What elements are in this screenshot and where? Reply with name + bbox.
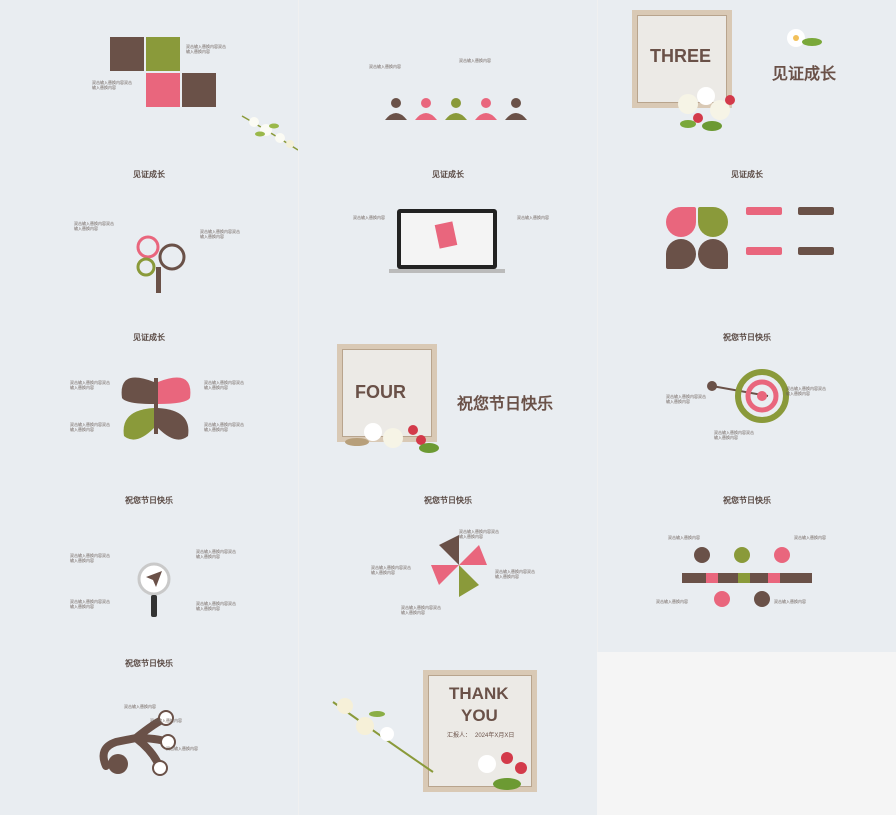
flower-icon xyxy=(787,29,822,47)
text-block: 双击输入替换内容双击输入替换内容 xyxy=(204,380,244,390)
flower-branch-icon xyxy=(332,698,434,773)
empty-cell xyxy=(597,652,896,815)
butterfly-diagram-icon xyxy=(121,377,191,440)
label-tag xyxy=(746,207,782,215)
slide-7[interactable]: 见证成长 双击输入替换内容双击输入替换内容 双击输入替换内容双击输入替换内容 双… xyxy=(0,326,298,489)
label-tag xyxy=(798,207,834,215)
slide-1[interactable]: 双击输入替换内容双击输入替换内容 双击输入替换内容双击输入替换内容 xyxy=(0,0,298,163)
text-block: 双击输入替换内容双击输入替换内容 xyxy=(200,229,240,239)
text-block: 双击输入替换内容双击输入替换内容 xyxy=(70,553,110,563)
flower-bouquet-icon xyxy=(345,423,439,453)
slide-13[interactable]: 祝您节日快乐 双击输入替换内容 双击输入替换内容 双击输入替换内容 xyxy=(0,652,298,815)
photo-frame xyxy=(423,670,537,792)
slide-title: 祝您节日快乐 xyxy=(424,496,472,505)
slide-title: 见证成长 xyxy=(731,170,763,179)
slide-14[interactable]: THANK YOU 汇报人： 2024年X月X日 xyxy=(299,652,597,815)
timeline-pins-icon xyxy=(694,547,790,607)
text-block: 双击输入替换内容双击输入替换内容 xyxy=(459,529,499,539)
tree-diagram-icon xyxy=(136,235,186,293)
text-block: 双击输入替换内容双击输入替换内容 xyxy=(186,44,226,54)
reporter-label: 汇报人： xyxy=(447,733,472,739)
text-block: 双击输入替换内容双击输入替换内容 xyxy=(196,601,236,611)
thank-text: THANK xyxy=(449,684,509,703)
text-block: 双击输入替换内容 xyxy=(150,718,182,723)
text-block: 双击输入替换内容双击输入替换内容 xyxy=(371,565,411,575)
slide-title: 见证成长 xyxy=(133,333,165,342)
section-number: THREE xyxy=(650,46,712,66)
slide-6[interactable]: 见证成长 xyxy=(598,163,896,326)
text-block: 双击输入替换内容双击输入替换内容 xyxy=(70,380,110,390)
text-block: 双击输入替换内容 xyxy=(124,704,156,709)
text-block: 双击输入替换内容双击输入替换内容 xyxy=(495,569,535,579)
slide-4[interactable]: 见证成长 双击输入替换内容双击输入替换内容 双击输入替换内容双击输入替换内容 xyxy=(0,163,298,326)
slide-title: 祝您节日快乐 xyxy=(723,496,771,505)
slide-title: 祝您节日快乐 xyxy=(723,333,771,342)
slide-2[interactable]: 双击输入替换内容 双击输入替换内容 xyxy=(299,0,597,163)
slide-title: 祝您节日快乐 xyxy=(125,659,173,668)
flower-branch-icon xyxy=(241,115,298,151)
target-diagram-icon xyxy=(707,369,789,423)
you-text: YOU xyxy=(461,706,498,725)
slide-12[interactable]: 祝您节日快乐 双击输入替换内容 双击输入替换内容 双击输入替换内容 双击输入替换… xyxy=(598,489,896,652)
text-block: 双击输入替换内容双击输入替换内容 xyxy=(196,549,236,559)
petal-diagram-icon xyxy=(431,535,487,597)
text-block: 双击输入替换内容双击输入替换内容 xyxy=(70,599,110,609)
text-block: 双击输入替换内容双击输入替换内容 xyxy=(714,430,754,440)
text-block: 双击输入替换内容双击输入替换内容 xyxy=(74,221,114,231)
hand-diagram-icon xyxy=(99,710,176,776)
text-block: 双击输入替换内容 xyxy=(166,746,198,751)
date-label: 2024年X月X日 xyxy=(475,733,515,739)
text-block: 双击输入替换内容双击输入替换内容 xyxy=(401,605,441,615)
laptop-base xyxy=(389,269,505,273)
text-block: 双击输入替换内容 xyxy=(794,535,826,540)
text-block: 双击输入替换内容 xyxy=(668,535,700,540)
flower-bouquet-icon xyxy=(678,87,735,131)
text-block: 双击输入替换内容双击输入替换内容 xyxy=(204,422,244,432)
section-heading: 祝您节日快乐 xyxy=(457,396,554,413)
section-number: FOUR xyxy=(355,382,406,402)
laptop-graphic xyxy=(397,209,497,269)
label-tag xyxy=(798,247,834,255)
label-tag xyxy=(746,247,782,255)
text-block: 双击输入替换内容 xyxy=(517,215,549,220)
flower-bouquet-icon xyxy=(478,752,527,790)
section-heading: 见证成长 xyxy=(772,66,837,83)
text-block: 双击输入替换内容双击输入替换内容 xyxy=(666,394,706,404)
magnifier-icon xyxy=(137,562,171,617)
slide-3[interactable]: THREE 见证成长 xyxy=(598,0,896,163)
slide-10[interactable]: 祝您节日快乐 双击输入替换内容双击输入替换内容 双击输入替换内容双击输入替换内容… xyxy=(0,489,298,652)
text-block: 双击输入替换内容双击输入替换内容 xyxy=(70,422,110,432)
slide-title: 见证成长 xyxy=(432,170,464,179)
text-block: 双击输入替换内容 xyxy=(459,58,491,63)
slide-title: 祝您节日快乐 xyxy=(125,496,173,505)
slide-title: 见证成长 xyxy=(133,170,165,179)
text-block: 双击输入替换内容 xyxy=(774,599,806,604)
text-block: 双击输入替换内容 xyxy=(353,215,385,220)
slide-11[interactable]: 祝您节日快乐 双击输入替换内容双击输入替换内容 双击输入替换内容双击输入替换内容… xyxy=(299,489,597,652)
text-block: 双击输入替换内容 xyxy=(369,64,401,69)
slide-8[interactable]: FOUR 祝您节日快乐 xyxy=(299,326,597,489)
text-block: 双击输入替换内容双击输入替换内容 xyxy=(786,386,826,396)
people-row-icon xyxy=(385,98,527,120)
text-block: 双击输入替换内容双击输入替换内容 xyxy=(92,80,132,90)
slide-5[interactable]: 见证成长 双击输入替换内容 双击输入替换内容 xyxy=(299,163,597,326)
slide-9[interactable]: 祝您节日快乐 双击输入替换内容双击输入替换内容 双击输入替换内容双击输入替换内容… xyxy=(598,326,896,489)
text-block: 双击输入替换内容 xyxy=(656,599,688,604)
pencil-timeline xyxy=(682,573,812,583)
